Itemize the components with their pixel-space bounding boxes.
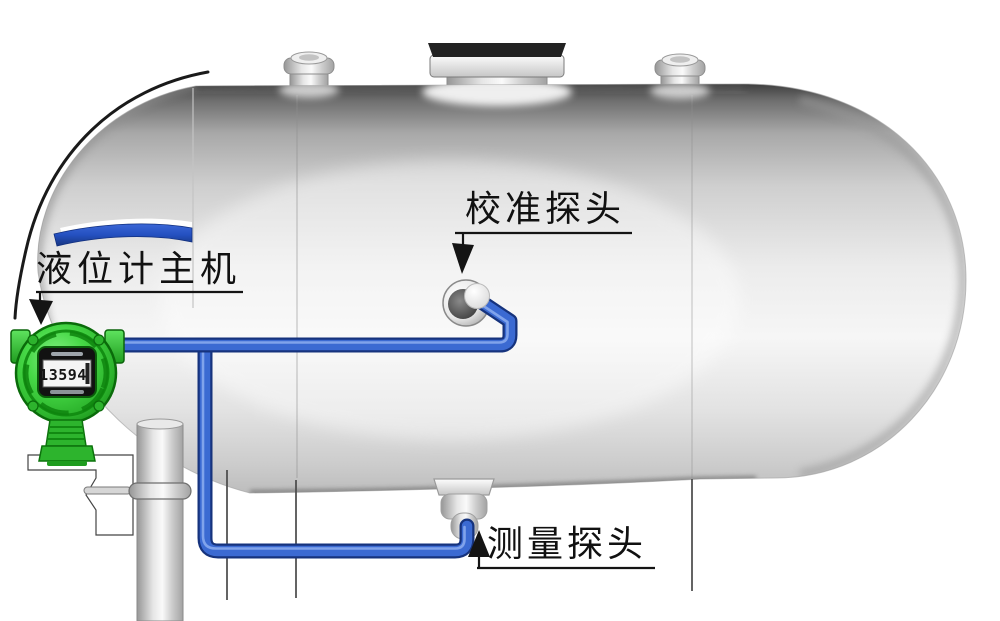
manhole-flange [429,54,565,78]
manhole [428,43,566,97]
arrow-to-calibration-probe-icon [452,243,474,274]
display-panel: 13594 [37,346,97,398]
blue-tube-branch [197,340,475,559]
annotations: 校准探头 液位计主机 测量探头 [29,188,655,570]
level-gauge-band [53,223,193,247]
support-post-pipe [136,423,184,621]
manhole-cover [428,43,566,57]
measurement-probe-flange [433,478,495,496]
level-gauge-transmitter: 13594 [10,321,125,466]
clamp-ring [128,482,192,500]
lcd-value: 13594 [39,366,87,384]
left-head-outer-arc [13,70,210,320]
label-calibration-probe: 校准探头 [465,188,625,229]
housing-bolt [27,334,39,346]
support-post-top [136,418,184,430]
level-band-highlight [60,218,192,234]
display-footer-text [50,390,84,394]
lcd-screen [42,359,92,388]
transmitter-base [38,445,96,462]
label-measurement-probe: 测量探头 [487,523,647,564]
lcd-bargraph [85,363,90,384]
label-level-gauge-host: 液位计主机 [36,248,241,289]
mounting-bracket [27,454,134,536]
tubing [110,293,518,559]
nozzle-right-bore [670,56,690,63]
support-post [136,418,184,621]
transmitter-base-flange [47,461,87,466]
arrow-to-measurement-probe-icon [468,530,490,557]
clamp-bolt [83,486,132,495]
calibration-probe-plug [464,283,490,309]
arrow-to-level-gauge-host-icon [29,299,53,325]
housing-bolt [27,400,39,412]
post-clamp [83,482,192,500]
housing-bolt [93,400,105,412]
housing-bolt [93,334,105,346]
nozzle-left-bore [299,54,319,61]
blue-tube-main [110,293,518,353]
tank-support-lines [226,470,693,600]
display-header-text [51,352,83,356]
